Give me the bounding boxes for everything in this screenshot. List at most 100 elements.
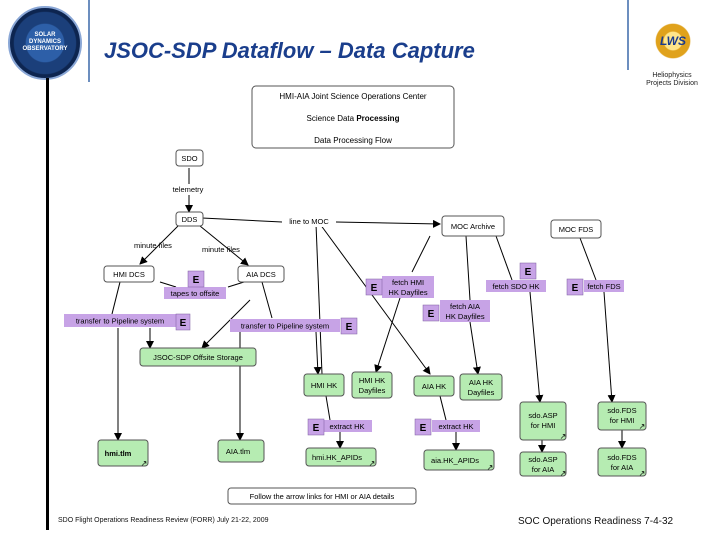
e-marker[interactable]: E bbox=[307, 418, 325, 436]
line-line-hmi-hk bbox=[315, 223, 323, 375]
title-divider-left bbox=[88, 0, 90, 82]
node-hmi-dcs[interactable]: HMI DCS bbox=[103, 265, 155, 283]
lws-logo: LWS bbox=[638, 6, 708, 76]
line-hmi-dcs-transfer bbox=[111, 281, 121, 315]
arrow-fetch-sdo-asp bbox=[529, 291, 544, 403]
header-box-line2: Science Data Processing bbox=[307, 114, 400, 123]
line-hmi-hk-extract bbox=[325, 395, 331, 421]
e-marker[interactable]: E bbox=[187, 270, 205, 288]
e-marker-label: E bbox=[180, 318, 187, 329]
line-aia-hk-extract bbox=[439, 395, 447, 421]
jsoc-header-box: HMI-AIA Joint Science Operations Center … bbox=[251, 85, 455, 149]
extract-hk-aia-label: extract HK bbox=[438, 422, 473, 431]
node-moc-fds[interactable]: MOC FDS bbox=[550, 219, 602, 239]
header-box-line3: Data Processing Flow bbox=[314, 136, 392, 145]
footer-right: SOC Operations Readiness 7-4-32 bbox=[518, 516, 674, 527]
logo-text-line: SOLAR bbox=[34, 32, 56, 38]
node-sdo[interactable]: SDO bbox=[175, 149, 204, 167]
node-moc-archive[interactable]: MOC Archive bbox=[441, 215, 505, 237]
heliophysics-label: Heliophysics Projects Division bbox=[630, 72, 714, 88]
node-aia-hk-apids[interactable]: aia.HK_APIDs ↗ bbox=[423, 449, 495, 472]
arrow-fetch-aia-hk-dayfiles bbox=[469, 321, 481, 375]
line-dds-moc bbox=[201, 217, 283, 223]
e-marker[interactable]: E bbox=[365, 278, 383, 296]
heliophysics-line1: Heliophysics bbox=[652, 72, 692, 79]
link-arrow-icon[interactable]: ↗ bbox=[141, 459, 148, 468]
node-sdo-label: SDO bbox=[181, 154, 197, 163]
fetch-fds-label: fetch FDS bbox=[587, 282, 620, 291]
fetch-aia-hk-line2: HK Dayfiles bbox=[445, 312, 484, 321]
line-aia-dcs-transfer bbox=[261, 281, 273, 319]
title-divider-right bbox=[627, 0, 629, 70]
node-aia-tlm-label: AIA.tlm bbox=[226, 447, 250, 456]
sdo-logo: SOLAR DYNAMICS OBSERVATORY bbox=[8, 6, 82, 80]
process-labels: tapes to offsite transfer to Pipeline sy… bbox=[64, 276, 624, 432]
node-sdo-fds-aia-line1: sdo.FDS bbox=[607, 453, 636, 462]
node-sdo-fds-hmi-line2: for HMI bbox=[610, 416, 635, 425]
e-marker[interactable]: E bbox=[414, 418, 432, 436]
telemetry-label: telemetry bbox=[173, 185, 204, 194]
line-archive-fetch-sdo bbox=[495, 235, 513, 281]
node-aia-hk-label: AIA HK bbox=[422, 382, 446, 391]
process-extract-hk-aia: extract HK bbox=[432, 420, 480, 432]
e-marker-label: E bbox=[420, 423, 427, 434]
e-marker[interactable]: E bbox=[566, 278, 584, 296]
process-extract-hk-hmi: extract HK bbox=[322, 420, 372, 432]
footer-left: SDO Flight Operations Readiness Review (… bbox=[58, 517, 269, 524]
logo-text-line: OBSERVATORY bbox=[22, 46, 68, 52]
process-fetch-sdo-hk: fetch SDO HK bbox=[486, 280, 546, 292]
node-moc-fds-label: MOC FDS bbox=[559, 225, 594, 234]
process-transfer-pipeline-hmi: transfer to Pipeline system bbox=[64, 314, 176, 327]
e-marker[interactable]: E bbox=[340, 317, 358, 335]
arrow-dds-aia-dcs bbox=[199, 225, 249, 266]
line-aia-dcs-tapes bbox=[227, 281, 245, 288]
e-marker[interactable]: E bbox=[175, 313, 191, 331]
link-arrow-icon[interactable]: ↗ bbox=[639, 469, 646, 478]
node-aia-hk-apids-label: aia.HK_APIDs bbox=[431, 456, 479, 465]
e-marker-label: E bbox=[313, 423, 320, 434]
e-marker-label: E bbox=[525, 267, 532, 278]
node-hmi-hk-apids[interactable]: hmi.HK_APIDs↗ bbox=[305, 447, 377, 468]
e-marker[interactable]: E bbox=[422, 304, 440, 322]
node-hmi-tlm[interactable]: hmi.tlm↗ bbox=[97, 439, 149, 468]
e-markers: E E E E E E E E E bbox=[175, 262, 584, 436]
node-hmi-hk[interactable]: HMI HK bbox=[303, 373, 345, 397]
node-aia-dcs[interactable]: AIA DCS bbox=[237, 265, 285, 283]
node-offsite-storage-label: JSOC-SDP Offsite Storage bbox=[153, 353, 243, 362]
minute-files-aia-label: minute files bbox=[202, 245, 240, 254]
link-arrow-icon[interactable]: ↗ bbox=[639, 422, 646, 431]
node-aia-tlm[interactable]: AIA.tlm bbox=[217, 439, 265, 463]
e-marker-label: E bbox=[346, 322, 353, 333]
page-title: JSOC-SDP Dataflow – Data Capture bbox=[104, 38, 475, 63]
e-marker[interactable]: E bbox=[519, 262, 537, 280]
node-aia-hk[interactable]: AIA HK bbox=[413, 375, 455, 397]
left-accent-bar bbox=[46, 78, 49, 530]
node-hmi-hk-dayfiles-line1: HMI HK bbox=[359, 376, 385, 385]
process-fetch-fds: fetch FDS bbox=[584, 280, 624, 292]
header-box-line2-bold: Processing bbox=[356, 114, 399, 123]
edge-labels: telemetry minute files minute files line… bbox=[134, 184, 336, 254]
link-arrow-icon[interactable]: ↗ bbox=[560, 432, 567, 441]
node-dds[interactable]: DDS bbox=[175, 211, 204, 227]
node-offsite-storage[interactable]: JSOC-SDP Offsite Storage bbox=[139, 347, 257, 367]
link-arrow-icon[interactable]: ↗ bbox=[369, 459, 376, 468]
node-aia-hk-dayfiles-line1: AIA HK bbox=[469, 378, 493, 387]
transfer-pipeline-hmi-label: transfer to Pipeline system bbox=[76, 317, 164, 326]
process-transfer-pipeline-aia: transfer to Pipeline system bbox=[230, 319, 340, 332]
connectors bbox=[111, 168, 626, 453]
sdo-logo-text: SOLAR DYNAMICS OBSERVATORY bbox=[10, 32, 80, 53]
link-arrow-icon[interactable]: ↗ bbox=[560, 469, 567, 478]
node-note[interactable]: Follow the arrow links for HMI or AIA de… bbox=[227, 487, 417, 505]
node-sdo-asp-aia-line1: sdo.ASP bbox=[528, 455, 557, 464]
e-marker-label: E bbox=[572, 283, 579, 294]
link-arrow-icon[interactable]: ↗ bbox=[487, 463, 494, 472]
line-to-moc-label: line to MOC bbox=[289, 217, 329, 226]
